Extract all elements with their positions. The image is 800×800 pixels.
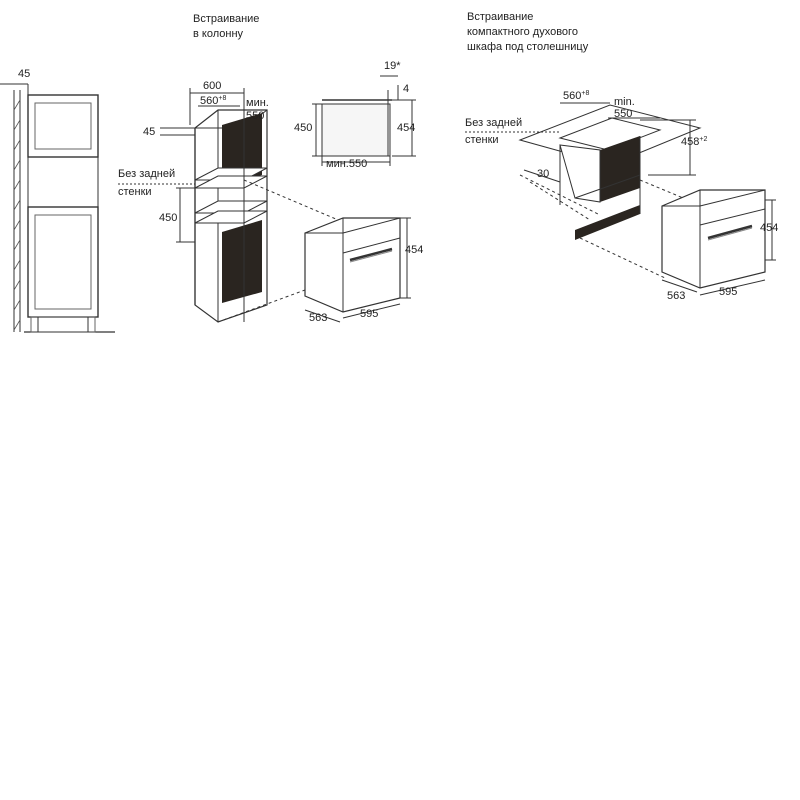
dim-oven-right-width: 595 bbox=[719, 286, 738, 298]
undercounter-heading-line1: Встраивание bbox=[467, 11, 534, 23]
oven-right-drawing bbox=[661, 189, 776, 296]
note-no-back-wall-right-line2: стенки bbox=[465, 134, 499, 146]
note-no-back-wall-left-line2: стенки bbox=[118, 186, 152, 198]
undercounter-isometric bbox=[518, 102, 702, 279]
dim-undercounter-front-gap: 30 bbox=[537, 168, 550, 180]
undercounter-heading-line3: шкафа под столешницу bbox=[467, 41, 589, 53]
column-heading-line1: Встраивание bbox=[193, 13, 260, 25]
dim-column-niche-width-tol: +8 bbox=[218, 95, 227, 102]
dim-oven-left-depth: 563 bbox=[309, 312, 328, 324]
tall-column-elevation bbox=[0, 83, 115, 333]
note-no-back-wall-left-line1: Без задней bbox=[118, 168, 176, 180]
dim-column-niche-height: 450 bbox=[159, 212, 178, 224]
dim-column-niche-width: 560+8 bbox=[200, 95, 226, 108]
undercounter-heading-line2: компактного духового bbox=[467, 26, 578, 38]
dim-column-shelf-offset: 45 bbox=[143, 126, 156, 138]
dim-undercounter-niche-width: 560+8 bbox=[563, 90, 589, 103]
dim-section-min-depth: мин.550 bbox=[326, 158, 368, 170]
column-heading-line2: в колонну bbox=[193, 28, 244, 40]
column-isometric bbox=[160, 88, 351, 323]
dim-undercounter-niche-width-tol: +8 bbox=[581, 90, 590, 97]
dim-undercounter-min-depth: 550 bbox=[614, 108, 633, 120]
dim-section-inner-height: 450 bbox=[294, 122, 313, 134]
section-detail bbox=[312, 75, 416, 166]
dim-section-top-gap: 4 bbox=[403, 83, 410, 95]
dim-oven-right-depth: 563 bbox=[667, 290, 686, 302]
dim-oven-right-height: 454 bbox=[760, 222, 779, 234]
dim-undercounter-niche-height-tol: +2 bbox=[699, 136, 708, 143]
wall-hatch bbox=[13, 99, 21, 331]
dim-column-niche-width-value: 560 bbox=[200, 95, 219, 107]
oven-left-drawing bbox=[304, 217, 411, 323]
dim-wall-gap: 45 bbox=[18, 68, 31, 80]
dim-column-min-depth: 550 bbox=[246, 110, 265, 122]
dim-undercounter-niche-height-value: 458 bbox=[681, 136, 700, 148]
dim-oven-left-height: 454 bbox=[405, 244, 424, 256]
dim-undercounter-min-label: min. bbox=[614, 96, 635, 108]
dim-oven-left-width: 595 bbox=[360, 308, 379, 320]
dim-column-width: 600 bbox=[203, 80, 222, 92]
dim-undercounter-niche-width-value: 560 bbox=[563, 90, 582, 102]
dim-column-min-label: мин. bbox=[246, 97, 269, 109]
note-no-back-wall-right-line1: Без задней bbox=[465, 117, 523, 129]
dim-section-outer-height: 454 bbox=[397, 122, 416, 134]
dim-undercounter-niche-height: 458+2 bbox=[681, 136, 707, 149]
dim-section-gap: 19* bbox=[384, 60, 401, 72]
